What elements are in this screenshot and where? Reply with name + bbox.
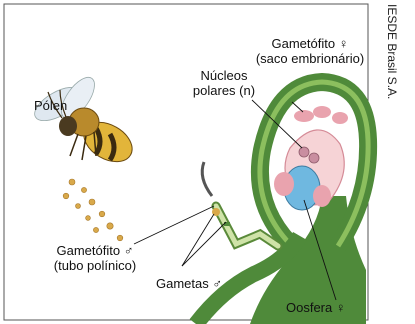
image-credit: IESDE Brasil S.A.	[372, 4, 412, 304]
label-female-gametophyte-line2: (saco embrionário)	[248, 51, 372, 66]
image-credit-text: IESDE Brasil S.A.	[385, 4, 399, 99]
label-egg-cell: Oosfera ♀	[286, 300, 346, 315]
label-male-gametophyte-line1: Gametófito ♂	[34, 243, 156, 258]
label-polar-nuclei-line2: polares (n)	[186, 83, 262, 98]
label-male-gametophyte-line2: (tubo polínico)	[34, 258, 156, 273]
label-female-gametophyte-line1: Gametófito ♀	[248, 36, 372, 51]
pollen-grains	[63, 179, 123, 241]
label-polar-nuclei-line1: Núcleos	[186, 68, 262, 83]
polar-nucleus-1	[299, 147, 309, 157]
bee-head	[59, 116, 77, 136]
label-male-gametes: Gametas ♂	[156, 276, 222, 291]
label-pollen: Pólen	[34, 98, 67, 113]
label-male-gametophyte: Gametófito ♂ (tubo polínico)	[34, 243, 156, 273]
label-female-gametophyte: Gametófito ♀ (saco embrionário)	[248, 36, 372, 66]
bee-illustration	[29, 72, 139, 170]
polar-nucleus-2	[309, 153, 319, 163]
label-polar-nuclei: Núcleos polares (n)	[186, 68, 262, 98]
